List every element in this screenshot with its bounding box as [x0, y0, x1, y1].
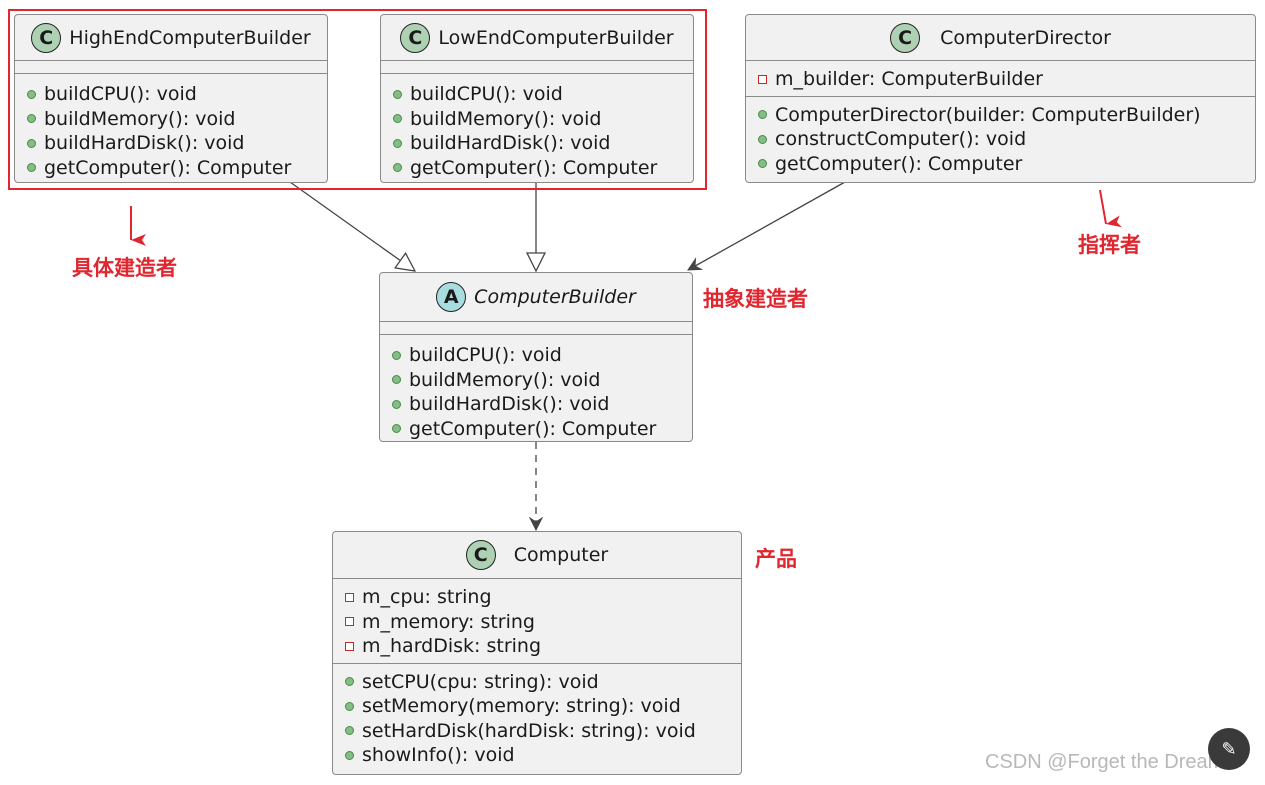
public-icon — [27, 114, 36, 124]
concrete-builder-label: 具体建造者 — [72, 256, 177, 280]
method-row: setHardDisk(hardDisk: string): void — [345, 719, 731, 744]
class-header: A ComputerBuilder — [380, 273, 692, 321]
concrete-builders-highlight — [8, 9, 707, 190]
method-row: buildMemory(): void — [393, 107, 683, 132]
class-stereotype-icon: C — [31, 22, 62, 53]
product-label: 产品 — [755, 547, 797, 571]
method-row: getComputer(): Computer — [758, 152, 1245, 177]
abstract-stereotype-icon: A — [436, 282, 467, 312]
attributes-section: m_builder: ComputerBuilder — [746, 60, 1255, 96]
private-icon — [758, 74, 767, 84]
method-row: getComputer(): Computer — [393, 156, 683, 181]
attributes-section — [381, 60, 693, 73]
class-header: C ComputerDirector — [746, 15, 1255, 60]
class-name: LowEndComputerBuilder — [438, 26, 674, 49]
public-icon — [392, 350, 401, 360]
public-icon — [345, 750, 354, 760]
public-icon — [393, 89, 402, 99]
private-icon — [345, 617, 354, 627]
class-low-end-computer-builder[interactable]: C LowEndComputerBuilder buildCPU(): void… — [380, 14, 694, 183]
attributes-section — [15, 60, 327, 73]
method-row: buildHardDisk(): void — [393, 131, 683, 156]
method-row: getComputer(): Computer — [392, 417, 682, 442]
attributes-section — [380, 321, 692, 334]
public-icon — [392, 375, 401, 385]
class-name: ComputerBuilder — [474, 286, 636, 308]
private-icon — [345, 641, 354, 651]
public-icon — [758, 110, 767, 120]
method-row: showInfo(): void — [345, 743, 731, 768]
public-icon — [392, 399, 401, 409]
class-stereotype-icon: C — [465, 540, 496, 570]
public-icon — [393, 138, 402, 148]
class-computer-builder[interactable]: A ComputerBuilder buildCPU(): void build… — [379, 272, 693, 442]
public-icon — [758, 134, 767, 144]
public-icon — [27, 89, 36, 99]
class-name: Computer — [513, 544, 609, 566]
public-icon — [345, 701, 354, 711]
public-icon — [758, 159, 767, 169]
attribute-row: m_cpu: string — [345, 585, 731, 610]
class-header: C Computer — [333, 532, 741, 578]
attributes-section: m_cpu: string m_memory: string m_hardDis… — [333, 578, 741, 663]
method-row: buildCPU(): void — [392, 343, 682, 368]
class-header: C HighEndComputerBuilder — [15, 15, 327, 60]
method-row: buildCPU(): void — [27, 82, 317, 107]
method-row: setMemory(memory: string): void — [345, 694, 731, 719]
public-icon — [27, 163, 36, 173]
watermark-text: CSDN @Forget the Dream — [985, 751, 1225, 773]
methods-section: buildCPU(): void buildMemory(): void bui… — [380, 334, 692, 447]
attribute-row: m_builder: ComputerBuilder — [758, 67, 1245, 92]
class-stereotype-icon: C — [400, 22, 431, 53]
method-row: setCPU(cpu: string): void — [345, 670, 731, 695]
method-row: buildCPU(): void — [393, 82, 683, 107]
method-row: buildHardDisk(): void — [27, 131, 317, 156]
image-edit-icon[interactable]: ✎ — [1208, 728, 1250, 770]
director-pointer — [1099, 189, 1122, 228]
methods-section: buildCPU(): void buildMemory(): void bui… — [15, 73, 327, 186]
class-name: ComputerDirector — [940, 26, 1111, 49]
method-row: buildMemory(): void — [392, 368, 682, 393]
class-stereotype-icon: C — [890, 22, 921, 53]
method-row: buildHardDisk(): void — [392, 392, 682, 417]
class-name: HighEndComputerBuilder — [69, 26, 311, 49]
public-icon — [345, 677, 354, 687]
attribute-row: m_memory: string — [345, 610, 731, 635]
method-row: getComputer(): Computer — [27, 156, 317, 181]
public-icon — [392, 424, 401, 434]
method-row: ComputerDirector(builder: ComputerBuilde… — [758, 103, 1245, 128]
inheritance-arrow-high-end — [289, 181, 415, 271]
class-computer[interactable]: C Computer m_cpu: string m_memory: strin… — [332, 531, 742, 775]
method-row: buildMemory(): void — [27, 107, 317, 132]
attribute-row: m_hardDisk: string — [345, 634, 731, 659]
methods-section: ComputerDirector(builder: ComputerBuilde… — [746, 95, 1255, 181]
public-icon — [27, 138, 36, 148]
class-computer-director[interactable]: C ComputerDirector m_builder: ComputerBu… — [745, 14, 1256, 183]
association-arrow-director — [688, 181, 846, 271]
methods-section: buildCPU(): void buildMemory(): void bui… — [381, 73, 693, 186]
method-row: constructComputer(): void — [758, 127, 1245, 152]
class-high-end-computer-builder[interactable]: C HighEndComputerBuilder buildCPU(): voi… — [14, 14, 328, 183]
public-icon — [393, 114, 402, 124]
director-label: 指挥者 — [1078, 233, 1141, 257]
private-icon — [345, 592, 354, 602]
public-icon — [345, 726, 354, 736]
public-icon — [393, 163, 402, 173]
abstract-builder-label: 抽象建造者 — [703, 287, 808, 311]
class-header: C LowEndComputerBuilder — [381, 15, 693, 60]
methods-section: setCPU(cpu: string): void setMemory(memo… — [333, 662, 741, 772]
